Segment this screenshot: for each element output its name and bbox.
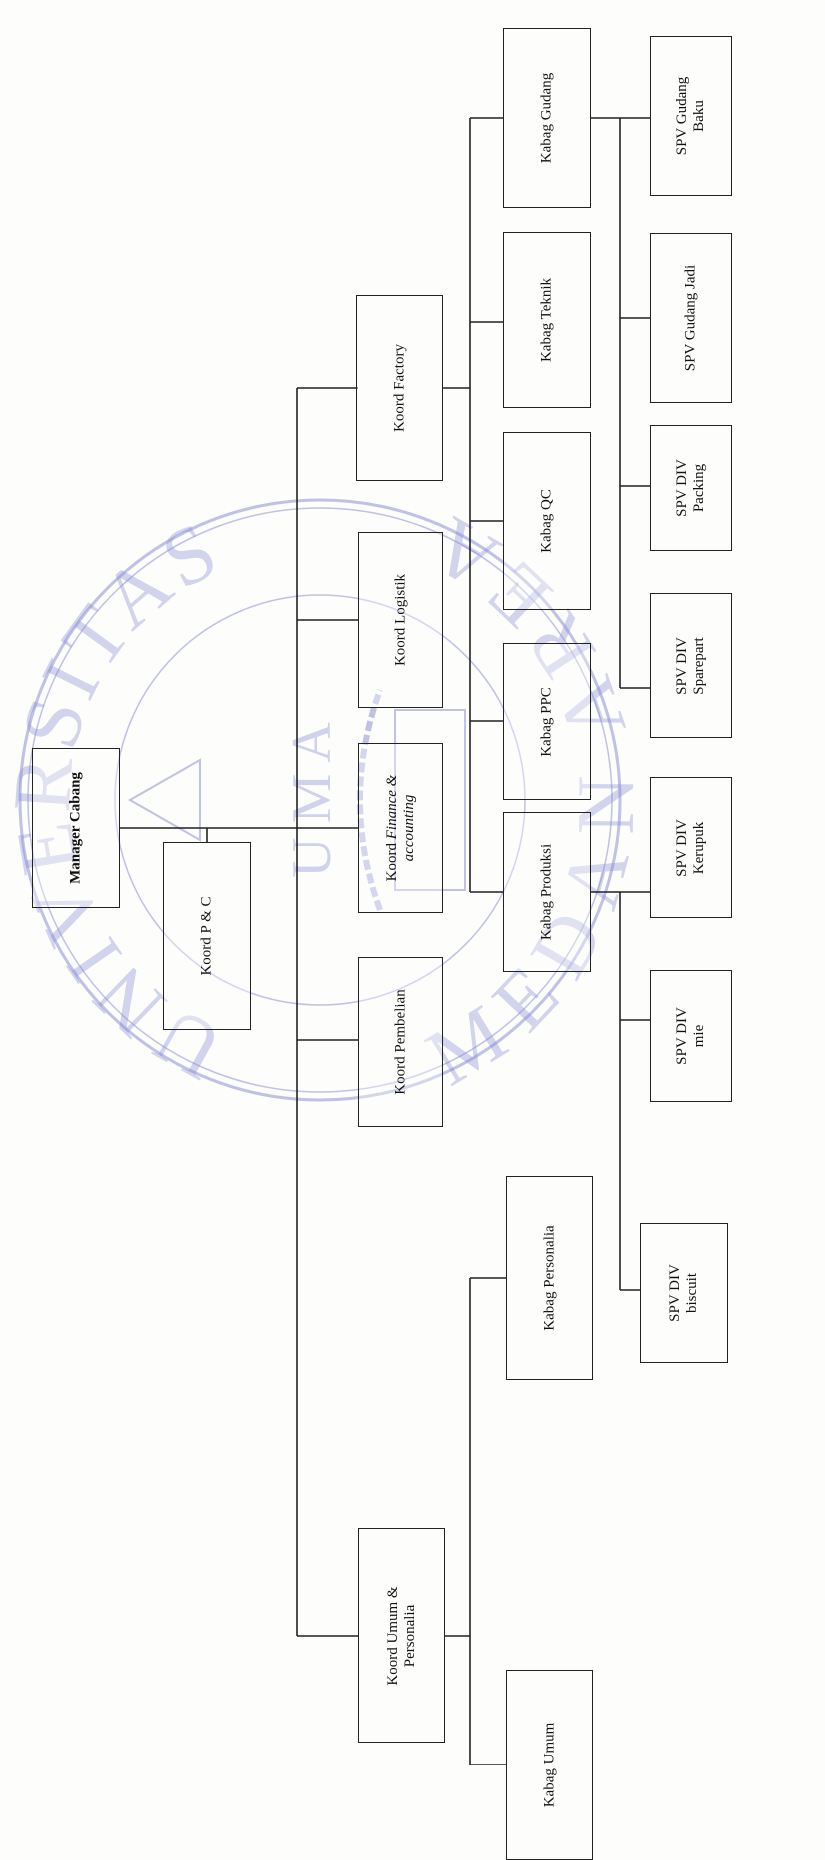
spv-gudang-jadi-label: SPV Gudang Jadi xyxy=(682,264,699,372)
spv-mie-label-1: SPV DIV xyxy=(674,1007,690,1065)
koord-pembelian-box: Koord Pembelian xyxy=(358,957,443,1127)
kabag-teknik-box: Kabag Teknik xyxy=(503,232,591,408)
spv-div-mie-box: SPV DIV mie xyxy=(650,970,732,1102)
spv-div-biscuit-box: SPV DIV biscuit xyxy=(640,1223,728,1363)
spv-biscuit-label-2: biscuit xyxy=(684,1273,700,1313)
kabag-ppc-box: Kabag PPC xyxy=(503,643,591,800)
kabag-umum-box: Kabag Umum xyxy=(506,1670,593,1860)
kabag-personalia-label: Kabag Personalia xyxy=(541,1225,557,1331)
spv-kerupuk-label-1: SPV DIV xyxy=(674,818,690,877)
koord-factory-box: Koord Factory xyxy=(356,295,443,481)
spv-gudang-baku-box: SPV Gudang Baku xyxy=(650,36,732,196)
koord-finance-text: Koord xyxy=(383,843,400,882)
manager-cabang-label: Manager Cabang xyxy=(67,772,84,884)
koord-pc-box: Koord P & C xyxy=(163,842,251,1030)
kabag-produksi-label: Kabag Produksi xyxy=(538,843,555,941)
org-chart: UNIVERSITAS MEDAN AREA U M A xyxy=(0,28,732,1860)
kabag-qc-box: Kabag QC xyxy=(503,432,591,610)
koord-umum-label-1: Koord Umum & xyxy=(384,1585,401,1686)
spv-gudang-jadi-box: SPV Gudang Jadi xyxy=(650,233,732,403)
koord-factory-label: Koord Factory xyxy=(391,344,407,432)
spv-sparepart-label-1: SPV DIV xyxy=(674,636,690,695)
spv-div-kerupuk-box: SPV DIV Kerupuk xyxy=(650,777,732,918)
spv-gudang-baku-label-2: Baku xyxy=(691,100,707,132)
kabag-umum-label: Kabag Umum xyxy=(541,1722,557,1808)
koord-finance-label-1: Koord Finance & xyxy=(384,775,401,882)
kabag-qc-label: Kabag QC xyxy=(538,489,555,553)
koord-logistik-box: Koord Logistik xyxy=(358,532,443,708)
koord-pembelian-label: Koord Pembelian xyxy=(392,989,408,1095)
kabag-produksi-box: Kabag Produksi xyxy=(503,812,591,972)
kabag-gudang-box: Kabag Gudang xyxy=(503,28,591,208)
manager-cabang-box: Manager Cabang xyxy=(32,748,120,908)
kabag-personalia-box: Kabag Personalia xyxy=(506,1176,593,1380)
kabag-gudang-label: Kabag Gudang xyxy=(538,72,555,164)
spv-div-sparepart-box: SPV DIV Sparepart xyxy=(650,593,732,738)
spv-div-packing-box: SPV DIV Packing xyxy=(650,425,732,551)
connector-lines xyxy=(120,117,650,1765)
koord-pc-label: Koord P & C xyxy=(198,896,215,976)
koord-umum-label-2: Personalia xyxy=(401,1604,418,1667)
spv-packing-label-1: SPV DIV xyxy=(674,459,690,517)
kabag-ppc-label: Kabag PPC xyxy=(538,686,555,757)
spv-mie-label-2: mie xyxy=(691,1024,707,1048)
koord-finance-box: Koord Finance & accounting xyxy=(358,743,443,913)
spv-packing-label-2: Packing xyxy=(691,463,707,513)
spv-biscuit-label-1: SPV DIV xyxy=(667,1264,683,1322)
koord-finance-italic: Finance & xyxy=(383,774,400,840)
kabag-teknik-label: Kabag Teknik xyxy=(538,277,555,363)
spv-kerupuk-label-2: Kerupuk xyxy=(691,821,707,874)
spv-gudang-baku-label-1: SPV Gudang xyxy=(674,76,690,156)
koord-logistik-label: Koord Logistik xyxy=(392,573,408,667)
koord-finance-label-2: accounting xyxy=(400,794,417,862)
koord-umum-personalia-box: Koord Umum & Personalia xyxy=(358,1528,445,1743)
spv-sparepart-label-2: Sparepart xyxy=(691,636,707,695)
